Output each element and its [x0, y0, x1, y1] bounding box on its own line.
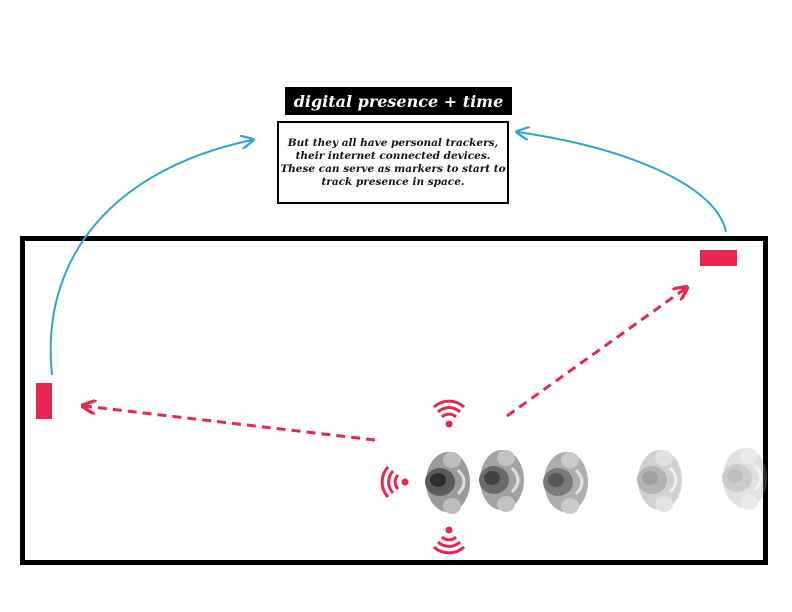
- title-text: digital presence + time: [293, 91, 504, 111]
- left-marker: [36, 383, 52, 419]
- description-box: But they all have personal trackers, the…: [277, 121, 509, 204]
- diagram-title: digital presence + time: [285, 87, 512, 115]
- description-line-1: But they all have personal trackers,: [287, 136, 499, 149]
- dashed-arrow-right: [506, 288, 686, 418]
- right-marker: [700, 250, 737, 266]
- description-line-2: their internet connected devices.: [295, 149, 491, 162]
- wifi-signal-icon-top: [432, 399, 466, 428]
- person-figure-icon-1: [423, 450, 472, 516]
- right-curve-arrow: [518, 132, 727, 233]
- description-line-4: track presence in space.: [321, 175, 465, 188]
- person-figure-icon-3: [541, 450, 590, 516]
- wifi-signal-icon-bottom: [432, 526, 466, 555]
- person-figure-icon-4: [635, 448, 684, 514]
- wifi-signal-icon-left: [380, 465, 409, 499]
- dashed-arrow-left: [84, 406, 376, 442]
- person-figure-icon-2: [477, 448, 526, 514]
- room-boundary: [20, 236, 768, 565]
- description-line-3: These can serve as markers to start to: [280, 162, 506, 175]
- person-figure-icon-5: [720, 446, 769, 512]
- left-curve-arrow: [49, 140, 252, 376]
